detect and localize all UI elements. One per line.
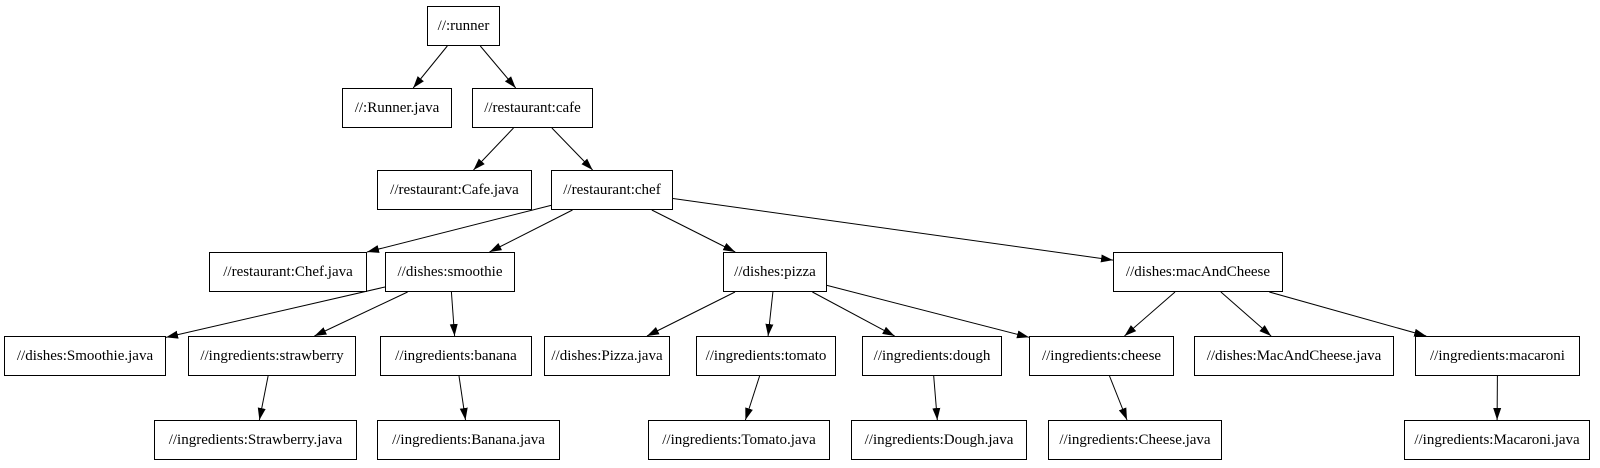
graph-edge-cafe-to-chef (551, 127, 593, 171)
graph-edge-smoothie-to-banana (449, 291, 458, 337)
graph-node-pizza_java: //dishes:Pizza.java (544, 336, 670, 376)
graph-node-mac_and_cheese_java: //dishes:MacAndCheese.java (1194, 336, 1394, 376)
graph-edge-cheese-to-cheese_java (1109, 375, 1128, 421)
graph-node-tomato_java: //ingredients:Tomato.java (648, 420, 830, 460)
graph-edge-cafe-to-cafe_java (473, 127, 514, 171)
graph-node-banana: //ingredients:banana (380, 336, 532, 376)
graph-edge-runner-to-cafe (479, 45, 517, 89)
graph-node-cheese_java: //ingredients:Cheese.java (1048, 420, 1222, 460)
graph-node-runner: //:runner (427, 6, 500, 46)
graph-edge-banana-to-banana_java (458, 375, 468, 421)
graph-edge-runner-to-runner_java (412, 45, 448, 89)
graph-edge-chef-to-mac_and_cheese (672, 198, 1114, 263)
graph-edge-smoothie-to-smoothie_java (165, 286, 386, 339)
graph-edge-strawberry-to-strawberry_java (257, 375, 269, 421)
graph-node-smoothie_java: //dishes:Smoothie.java (4, 336, 166, 376)
graph-node-mac_and_cheese: //dishes:macAndCheese (1113, 252, 1283, 292)
graph-node-macaroni: //ingredients:macaroni (1415, 336, 1580, 376)
graph-node-macaroni_java: //ingredients:Macaroni.java (1404, 420, 1590, 460)
graph-node-dough_java: //ingredients:Dough.java (851, 420, 1027, 460)
graph-edge-chef-to-pizza (651, 209, 736, 253)
graph-node-runner_java: //:Runner.java (342, 88, 452, 128)
graph-node-strawberry_java: //ingredients:Strawberry.java (154, 420, 357, 460)
graph-edge-mac_and_cheese-to-cheese (1124, 291, 1176, 337)
graph-node-cafe: //restaurant:cafe (472, 88, 593, 128)
graph-node-cheese: //ingredients:cheese (1029, 336, 1174, 376)
graph-edge-mac_and_cheese-to-mac_and_cheese_java (1220, 291, 1272, 337)
graph-node-tomato: //ingredients:tomato (696, 336, 836, 376)
graph-edge-dough-to-dough_java (932, 375, 941, 421)
graph-node-chef: //restaurant:chef (551, 170, 673, 210)
graph-edge-pizza-to-pizza_java (646, 291, 736, 337)
graph-node-banana_java: //ingredients:Banana.java (377, 420, 560, 460)
graph-edge-pizza-to-dough (812, 291, 895, 337)
graph-node-dough: //ingredients:dough (862, 336, 1002, 376)
graph-edge-pizza-to-tomato (765, 291, 774, 337)
graph-node-cafe_java: //restaurant:Cafe.java (377, 170, 532, 210)
graph-edge-pizza-to-cheese (826, 284, 1030, 339)
graph-edge-smoothie-to-strawberry (314, 291, 408, 337)
graph-node-strawberry: //ingredients:strawberry (188, 336, 356, 376)
graph-node-pizza: //dishes:pizza (723, 252, 827, 292)
graph-node-chef_java: //restaurant:Chef.java (209, 252, 367, 292)
graph-edge-chef-to-smoothie (489, 209, 573, 253)
graph-edge-tomato-to-tomato_java (744, 375, 761, 421)
graph-edge-chef-to-chef_java (366, 204, 552, 253)
graph-node-smoothie: //dishes:smoothie (385, 252, 515, 292)
graph-edge-mac_and_cheese-to-macaroni (1269, 291, 1427, 337)
